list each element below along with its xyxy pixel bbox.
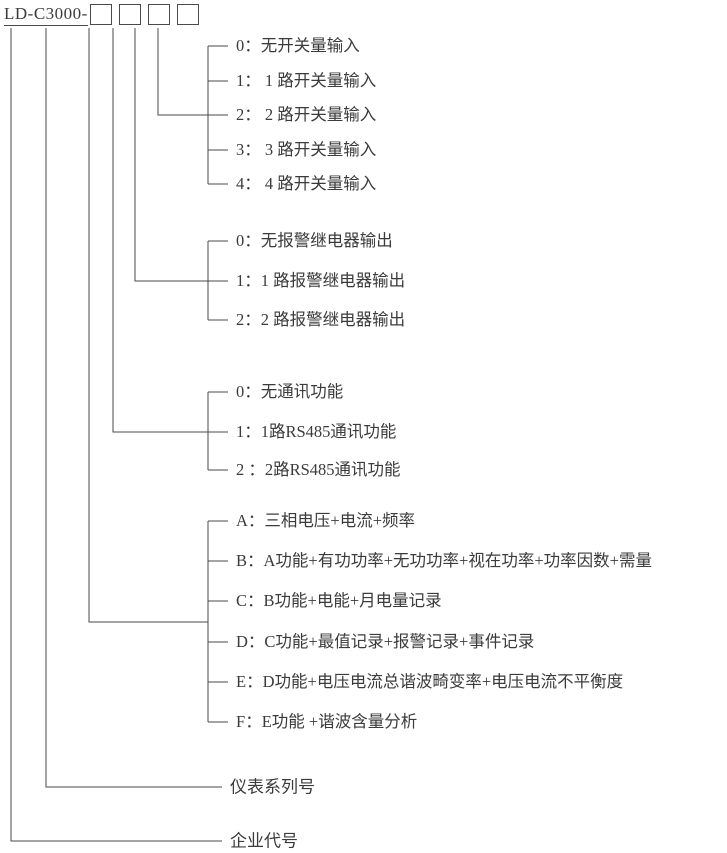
- option-text: 2 路开关量输入: [260, 105, 377, 124]
- option-text: C功能+最值记录+报警记录+事件记录: [264, 632, 535, 651]
- slot-box-1: [89, 4, 112, 25]
- option-separator: ：: [244, 271, 261, 290]
- dropper-instrument-series: [45, 28, 222, 788]
- option-separator: ：: [244, 140, 261, 159]
- option-code: F: [236, 712, 246, 731]
- option-separator: ：: [247, 551, 264, 570]
- slot-box-4: [176, 4, 199, 25]
- option-separator: ：: [245, 712, 262, 731]
- option-code: 3: [236, 140, 245, 159]
- option-alarm-relay-0: 0：无报警继电器输出: [236, 232, 393, 250]
- option-text: 4 路开关量输入: [260, 174, 377, 193]
- slot-box-2: [118, 4, 141, 25]
- option-function-d: D：C功能+最值记录+报警记录+事件记录: [236, 633, 534, 651]
- option-text: 无通讯功能: [260, 382, 344, 401]
- option-text: 无报警继电器输出: [260, 231, 393, 250]
- option-digital-input-3: 3： 3 路开关量输入: [236, 141, 376, 159]
- option-text: D功能+电压电流总谐波畸变率+电压电流不平衡度: [262, 672, 624, 691]
- option-code: B: [236, 551, 248, 570]
- option-code: D: [236, 632, 248, 651]
- option-code: 1: [236, 422, 245, 441]
- dropper-alarm-relay: [134, 28, 208, 282]
- option-code: 0: [236, 231, 245, 250]
- option-code: 0: [236, 382, 245, 401]
- label-instrument-series: 仪表系列号: [230, 777, 315, 797]
- option-code: 2: [236, 460, 245, 479]
- option-text: 1 路开关量输入: [260, 71, 377, 90]
- option-function-c: C：B功能+电能+月电量记录: [236, 592, 442, 610]
- option-text: 1 路报警继电器输出: [260, 271, 406, 290]
- option-separator: ：: [244, 174, 261, 193]
- model-code-text: LD-C3000-: [4, 4, 88, 26]
- option-separator: ：: [247, 632, 265, 651]
- option-separator: ：: [244, 460, 265, 479]
- label-company-code: 企业代号: [230, 831, 298, 851]
- option-separator: ：: [244, 422, 261, 441]
- option-digital-input-2: 2： 2 路开关量输入: [236, 106, 376, 124]
- option-code: C: [236, 591, 248, 610]
- option-function-e: E：D功能+电压电流总谐波畸变率+电压电流不平衡度: [236, 673, 623, 691]
- dropper-function-level: [88, 28, 208, 623]
- option-text: 无开关量输入: [260, 36, 360, 55]
- option-code: 1: [236, 71, 245, 90]
- option-function-f: F：E功能 +谐波含量分析: [236, 713, 417, 731]
- option-text: 1路RS485通讯功能: [260, 422, 397, 441]
- option-separator: ：: [244, 231, 261, 250]
- option-separator: ：: [246, 672, 263, 691]
- option-communication-0: 0：无通讯功能: [236, 383, 343, 401]
- option-function-b: B：A功能+有功功率+无功功率+视在功率+功率因数+需量: [236, 552, 652, 570]
- dropper-digital-input: [157, 28, 208, 116]
- option-communication-1: 1：1路RS485通讯功能: [236, 423, 396, 441]
- dropper-communication: [112, 28, 208, 433]
- slot-box-3: [147, 4, 170, 25]
- dropper-company-code: [10, 28, 222, 842]
- option-text: 三相电压+电流+频率: [264, 511, 416, 530]
- option-separator: ：: [247, 511, 265, 530]
- option-text: A功能+有功功率+无功功率+视在功率+功率因数+需量: [263, 551, 652, 570]
- option-separator: ：: [247, 591, 264, 610]
- option-digital-input-4: 4： 4 路开关量输入: [236, 175, 376, 193]
- option-text: 3 路开关量输入: [260, 140, 377, 159]
- option-separator: ：: [244, 36, 261, 55]
- option-code: 1: [236, 271, 245, 290]
- option-communication-2: 2 ：2路RS485通讯功能: [236, 461, 401, 479]
- option-code: E: [236, 672, 247, 691]
- option-text: 2 路报警继电器输出: [260, 310, 406, 329]
- model-slot-boxes: [89, 4, 199, 26]
- option-code: 4: [236, 174, 245, 193]
- option-text: 2路RS485通讯功能: [264, 460, 401, 479]
- option-code: 2: [236, 105, 245, 124]
- option-code: 0: [236, 36, 245, 55]
- option-text: B功能+电能+月电量记录: [263, 591, 442, 610]
- option-digital-input-0: 0：无开关量输入: [236, 37, 360, 55]
- option-code: 2: [236, 310, 245, 329]
- model-header: LD-C3000-: [4, 2, 199, 28]
- option-separator: ：: [244, 105, 261, 124]
- option-separator: ：: [244, 310, 261, 329]
- option-alarm-relay-1: 1：1 路报警继电器输出: [236, 272, 405, 290]
- option-function-a: A：三相电压+电流+频率: [236, 512, 415, 530]
- option-code: A: [236, 511, 248, 530]
- option-digital-input-1: 1： 1 路开关量输入: [236, 72, 376, 90]
- option-separator: ：: [244, 71, 261, 90]
- option-text: E功能 +谐波含量分析: [261, 712, 418, 731]
- option-separator: ：: [244, 382, 261, 401]
- option-alarm-relay-2: 2：2 路报警继电器输出: [236, 311, 405, 329]
